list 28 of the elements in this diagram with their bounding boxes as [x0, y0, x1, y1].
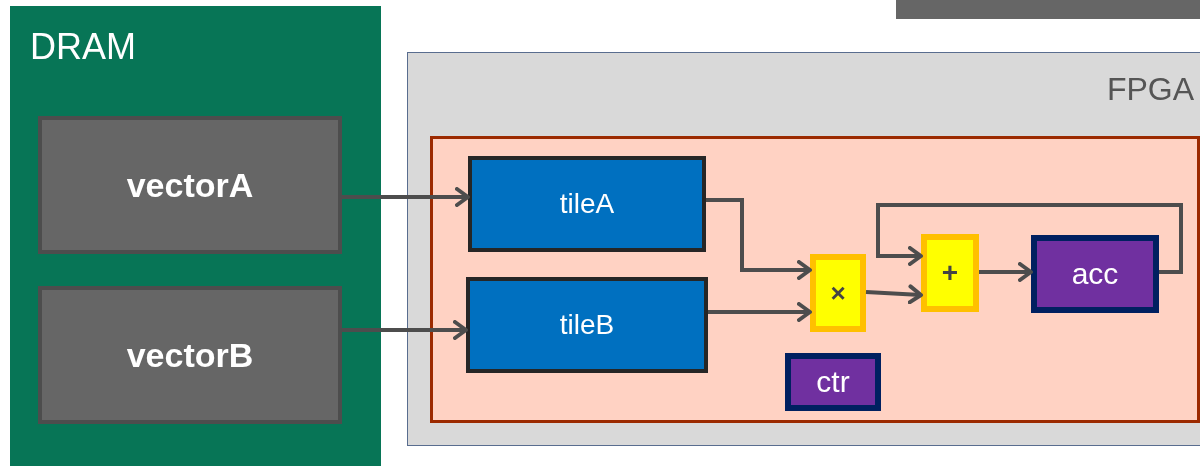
panel-title: DRAM — [30, 26, 136, 68]
register-box — [1031, 235, 1159, 313]
register-label: acc — [1071, 257, 1119, 291]
buffer-block — [468, 156, 706, 252]
arrow — [876, 203, 1183, 274]
register-box — [785, 353, 881, 411]
operator-symbol: + — [941, 257, 959, 289]
memory-block — [38, 116, 342, 254]
block-label: tileB — [559, 309, 615, 341]
memory-block — [38, 286, 342, 424]
chip-panel — [407, 52, 1200, 446]
buffer-block — [466, 277, 708, 373]
block-label: vectorA — [126, 165, 254, 205]
memory-panel — [10, 6, 381, 466]
arrow — [706, 198, 812, 280]
accelerator-region — [430, 136, 1200, 423]
arrow — [342, 187, 470, 207]
operator-symbol: × — [830, 277, 846, 309]
register-label: ctr — [816, 365, 850, 399]
panel-title: FPGA — [1106, 71, 1194, 108]
block-label: vectorB — [126, 335, 254, 375]
block-label: tileA — [559, 188, 615, 220]
arrow — [979, 262, 1033, 282]
arrow — [865, 284, 923, 305]
adder-box — [921, 234, 979, 312]
arrow — [708, 302, 812, 322]
multiplier-box — [810, 254, 866, 332]
arrow — [342, 320, 468, 340]
